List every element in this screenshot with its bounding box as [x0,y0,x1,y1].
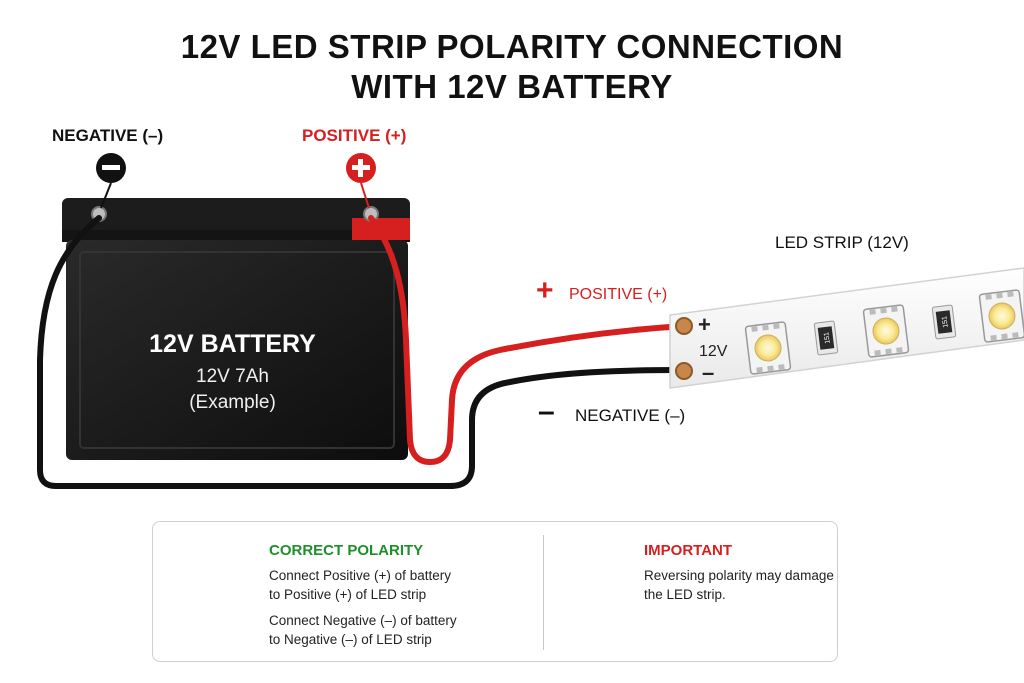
negative-badge [96,153,126,209]
strip-positive-pad [675,317,693,335]
info-divider [543,535,544,650]
minus-icon [102,165,120,170]
led-strip: 151 151 [669,267,1024,389]
strip-voltage-marking: 12V [699,343,728,360]
negative-leader-line [100,182,112,209]
black-wire [37,215,687,489]
important-title: IMPORTANT [644,542,733,559]
resistor: 151 [931,304,957,340]
negative-wire-sign: – [538,395,555,428]
positive-wire-label: POSITIVE (+) [569,286,668,303]
resistor: 151 [813,320,839,356]
battery-lid-strip [62,230,410,242]
correct-polarity-title: CORRECT POLARITY [269,542,424,559]
battery-positive-label: POSITIVE (+) [302,126,407,145]
important-line: the LED strip. [644,587,726,602]
led-chip [744,321,792,375]
resistor-code: 151 [823,331,831,344]
battery-highlight [79,251,395,449]
info-panel [152,521,838,662]
strip-plus-marking: + [698,312,711,337]
correct-polarity-line: Connect Negative (–) of battery [269,613,457,628]
positive-leader-line [360,182,370,209]
page-title-line-1: 12V LED STRIP POLARITY CONNECTION [180,28,844,65]
correct-polarity-line: to Positive (+) of LED strip [269,587,427,602]
plus-icon-v [358,159,363,177]
page-title-line-2: WITH 12V BATTERY [351,68,673,105]
led-chip [978,289,1024,343]
battery-negative-label: NEGATIVE (–) [52,126,164,145]
strip-minus-marking: – [702,360,715,385]
strip-body [669,267,1024,389]
led-strip-label: LED STRIP (12V) [775,233,909,252]
correct-polarity-line: Connect Positive (+) of battery [269,568,451,583]
battery-name: 12V BATTERY [149,330,316,358]
negative-wire-label: NEGATIVE (–) [575,406,686,425]
correct-polarity-line: to Negative (–) of LED strip [269,632,432,647]
led-chip [862,304,910,358]
positive-badge [346,153,376,209]
positive-wire-sign: + [536,274,554,307]
red-wire [368,215,687,466]
strip-negative-pad [675,362,693,380]
important-line: Reversing polarity may damage [644,568,834,583]
battery-lid [62,198,410,240]
battery-body [66,240,408,460]
resistor-code: 151 [941,315,949,328]
battery [62,198,410,460]
battery-note: (Example) [189,392,276,413]
battery-spec: 12V 7Ah [196,366,269,387]
